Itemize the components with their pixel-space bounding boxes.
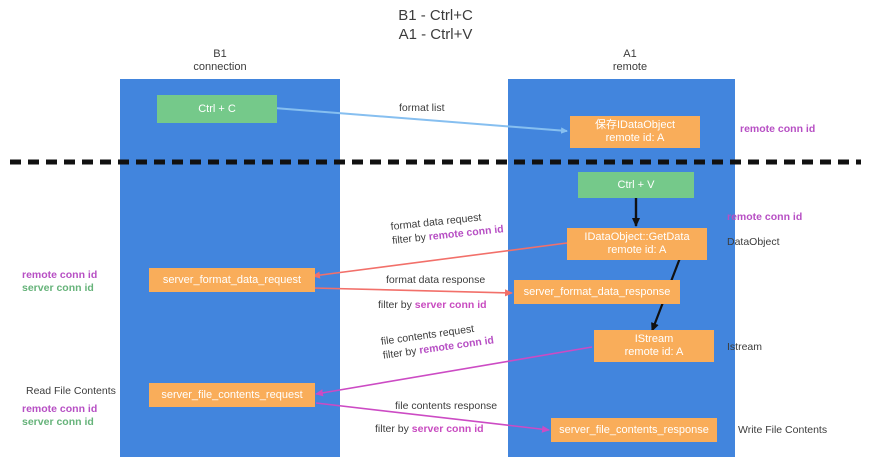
edge-label-format-data-request-group: format data request filter by remote con… — [390, 208, 504, 248]
annotation-remote-conn-id-top: remote conn id — [740, 123, 816, 135]
filter-prefix: filter by — [382, 344, 421, 362]
annotation-write-file-contents: Write File Contents — [738, 424, 828, 436]
filter-prefix: filter by — [378, 299, 415, 311]
annotation-left-remote-conn-id-bottom: remote conn id — [22, 403, 98, 415]
edge-label-format-list: format list — [399, 102, 445, 114]
column-header-b1: B1 connection — [155, 48, 285, 74]
column-header-b1-name: B1 — [213, 48, 227, 60]
column-header-b1-sub: connection — [193, 61, 247, 73]
node-ctrl-c[interactable]: Ctrl + C — [157, 95, 277, 123]
node-server-file-contents-response[interactable]: server_file_contents_response — [551, 418, 717, 442]
edge-label-file-contents-response-filter: filter by server conn id — [375, 422, 484, 436]
edge-label-format-data-response-filter: filter by server conn id — [378, 298, 487, 312]
annotation-remote-conn-id-mid: remote conn id — [727, 211, 803, 223]
filter-key-server-conn-id: server conn id — [411, 423, 484, 435]
node-idataobject-getdata[interactable]: IDataObject::GetData remote id: A — [567, 228, 707, 260]
annotation-left-remote-conn-id-mid: remote conn id — [22, 269, 98, 281]
edge-label-format-data-response: format data response — [386, 274, 486, 286]
node-server-file-contents-request[interactable]: server_file_contents_request — [149, 383, 315, 407]
node-server-format-data-request[interactable]: server_format_data_request — [149, 268, 315, 292]
annotation-dataobject: DataObject — [727, 236, 780, 248]
filter-prefix: filter by — [391, 231, 430, 247]
node-ctrl-v[interactable]: Ctrl + V — [578, 172, 694, 198]
page-title: B1 - Ctrl+C A1 - Ctrl+V — [398, 7, 473, 43]
annotation-left-server-conn-id-bottom: server conn id — [22, 416, 94, 428]
node-server-format-data-response[interactable]: server_format_data_response — [514, 280, 680, 304]
node-idataobject[interactable]: 保存IDataObject remote id: A — [570, 116, 700, 148]
edge-label-file-contents-response: file contents response — [395, 400, 498, 412]
column-header-a1-name: A1 — [623, 48, 637, 60]
column-header-a1-sub: remote — [612, 61, 648, 73]
filter-prefix: filter by — [375, 423, 412, 435]
annotation-left-server-conn-id-mid: server conn id — [22, 282, 94, 294]
annotation-read-file-contents: Read File Contents — [26, 385, 116, 397]
node-istream[interactable]: IStream remote id: A — [594, 330, 714, 362]
column-header-a1: A1 remote — [565, 48, 695, 74]
annotation-istream: Istream — [727, 341, 763, 353]
filter-key-server-conn-id: server conn id — [414, 299, 487, 311]
edge-label-file-contents-request-group: file contents request filter by remote c… — [380, 319, 495, 362]
